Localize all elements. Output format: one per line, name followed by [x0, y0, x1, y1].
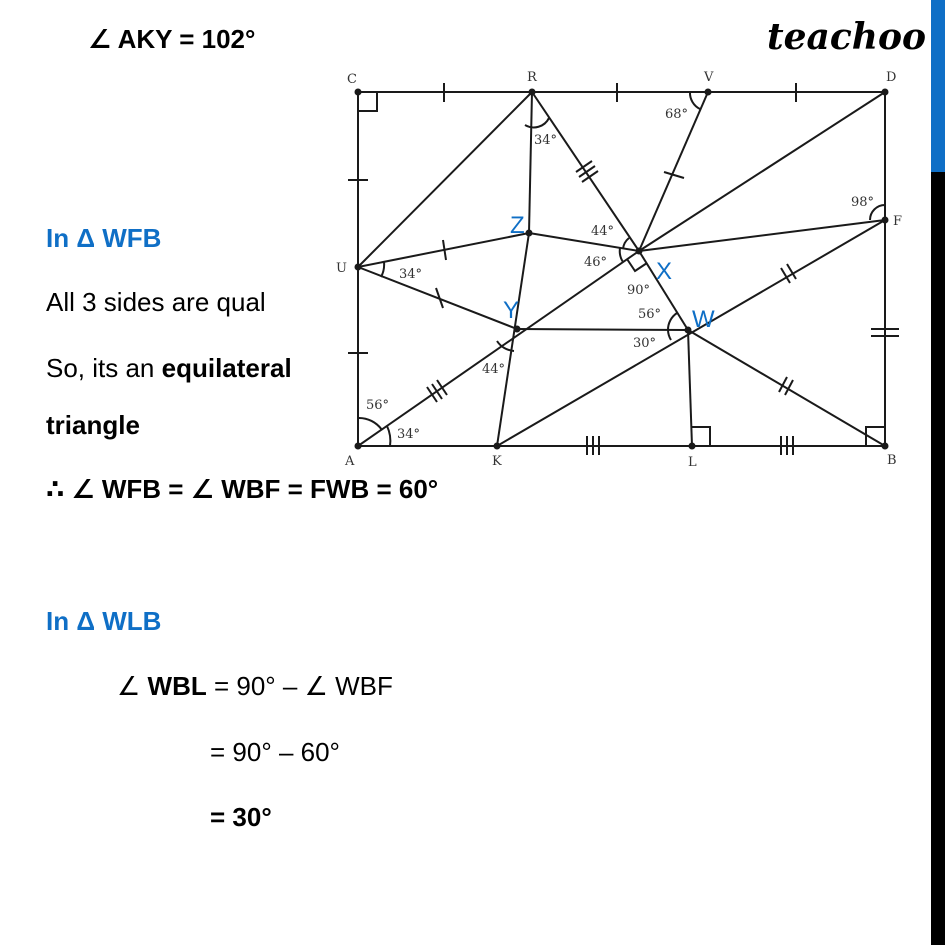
line-yw [516, 328, 689, 331]
heading-triangle-wlb: In Δ WLB [46, 606, 162, 636]
wfb-equilateral-statement: So, its an equilateral [46, 355, 292, 381]
point-x [635, 247, 643, 255]
right-angle-c [358, 92, 378, 112]
label-r: R [527, 70, 538, 85]
label-u: U [336, 261, 347, 276]
angle-label-y-lower: 44° [482, 362, 505, 377]
wbl-result: = 30° [210, 802, 272, 832]
triple-tick-lb [780, 436, 794, 455]
angle-label-a-lower: 34° [397, 427, 420, 442]
point-f [881, 216, 889, 224]
triple-tick-ay [426, 379, 448, 403]
heading-triangle-wfb: In Δ WFB [46, 223, 162, 253]
angle-label-v: 68° [665, 107, 688, 122]
point-u [354, 263, 362, 271]
line-ru [357, 91, 533, 268]
right-angle-l [692, 426, 711, 446]
line-kf [496, 219, 886, 447]
arc-a-lower [386, 425, 392, 447]
slide-dark-bar [931, 172, 945, 945]
label-a: A [344, 454, 355, 469]
arc-x-upper [622, 237, 630, 250]
point-v [704, 88, 712, 96]
line-uy [357, 266, 518, 330]
label-y: Y [503, 297, 519, 324]
slide-accent-bar [931, 0, 945, 172]
angle-aky-result: ∠ AKY = 102° [88, 24, 256, 54]
label-l: L [688, 455, 697, 470]
angle-label-w-upper: 56° [638, 307, 661, 322]
label-f: F [893, 214, 902, 229]
angle-label-x-right: 90° [627, 283, 650, 298]
point-w [684, 326, 692, 334]
arc-r [524, 117, 550, 129]
label-b: B [887, 453, 897, 468]
arc-x-left [618, 247, 624, 263]
double-tick-wb [778, 376, 794, 396]
tick-uy [435, 287, 444, 309]
angle-label-w-lower: 30° [633, 336, 656, 351]
angle-label-u: 34° [399, 267, 422, 282]
right-angle-b [865, 426, 885, 446]
angle-label-r: 34° [534, 133, 557, 148]
label-k: K [492, 454, 502, 469]
angle-label-a-upper: 56° [366, 398, 389, 413]
point-b [881, 442, 889, 450]
label-w: W [692, 306, 715, 333]
angle-label-x-upper: 44° [591, 224, 614, 239]
arc-w-lower [667, 329, 672, 341]
arc-w-upper [666, 312, 678, 331]
line-wb [687, 329, 886, 447]
arc-u [380, 261, 386, 278]
teachoo-logo: teachoo [767, 16, 926, 58]
angle-label-x-left: 46° [584, 255, 607, 270]
wfb-so-prefix: So, its an [46, 353, 162, 383]
figure-points [354, 88, 889, 450]
wbl-rhs: = 90° – ∠ WBF [206, 671, 393, 701]
point-z [525, 229, 533, 237]
point-r [528, 88, 536, 96]
wbl-name: WBL [147, 671, 207, 701]
label-c: C [347, 72, 357, 87]
label-d: D [886, 70, 896, 85]
line-rz [528, 91, 533, 234]
arc-v [689, 91, 701, 110]
wbl-equation: ∠ WBL = 90° – ∠ WBF [117, 673, 393, 699]
tick-uz [442, 239, 447, 261]
arc-y-lower [496, 340, 515, 352]
label-v: V [703, 70, 714, 85]
line-dx [638, 91, 886, 252]
triple-tick-rx [575, 160, 599, 183]
point-a [354, 442, 362, 450]
point-c [354, 88, 362, 96]
double-tick-fb [871, 328, 899, 337]
double-tick-wf [780, 263, 797, 284]
line-zx [528, 232, 640, 252]
wfb-triangle-word: triangle [46, 410, 140, 440]
point-d [881, 88, 889, 96]
triple-tick-kl [586, 436, 600, 455]
line-xw [638, 250, 689, 331]
point-y [513, 325, 521, 333]
point-l [688, 442, 696, 450]
arc-a-upper [357, 416, 383, 431]
wfb-equilateral-word: equilateral [161, 353, 292, 383]
angle-symbol: ∠ [117, 671, 148, 701]
point-k [493, 442, 501, 450]
angle-label-f: 98° [851, 195, 874, 210]
wbl-step-2: = 90° – 60° [210, 737, 340, 767]
tick-vx [663, 171, 685, 179]
arc-f [869, 204, 886, 221]
line-vx [638, 91, 709, 252]
line-fx [638, 219, 886, 252]
line-ax [357, 250, 640, 447]
line-wl [687, 329, 693, 447]
label-x: X [656, 258, 672, 285]
right-angle-x [626, 258, 648, 273]
figure-lines [348, 83, 899, 455]
label-z: Z [510, 212, 525, 239]
wfb-conclusion: ∴ ∠ WFB = ∠ WBF = FWB = 60° [46, 474, 439, 504]
wfb-sides-statement: All 3 sides are qual [46, 287, 266, 317]
